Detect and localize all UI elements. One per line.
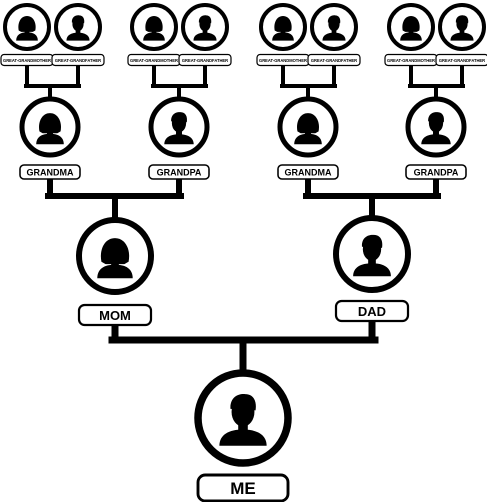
name-label: DAD [334,299,410,323]
parent-node: DAD [333,215,411,323]
label-box [178,53,232,67]
label-box [77,303,153,327]
name-label: MOM [77,303,153,327]
self-node: ME [194,369,292,502]
name-label: GREAT-GRANDFATHER [435,53,487,67]
label-box [334,299,410,323]
name-label: GREAT-GRANDFATHER [51,53,105,67]
great-grandparent-node: GREAT-GRANDFATHER [307,3,361,67]
label-text: GREAT-GRANDFATHER [182,58,228,63]
label-text: DAD [358,304,386,319]
label-text: GRANDPA [414,168,459,178]
label-text: GREAT-GRANDMOTHER [259,58,307,63]
label-box [19,164,81,180]
name-label: GREAT-GRANDMOTHER [384,53,438,67]
label-text: GREAT-GRANDFATHER [55,58,101,63]
label-text: GREAT-GRANDFATHER [311,58,357,63]
great-grandparent-node: GREAT-GRANDMOTHER [256,3,310,67]
tree-connectors [24,64,465,377]
label-text: GREAT-GRANDMOTHER [387,58,435,63]
name-label: GREAT-GRANDMOTHER [0,53,54,67]
great-grandparent-node: GREAT-GRANDMOTHER [384,3,438,67]
label-box [435,53,487,67]
name-label: ME [196,473,290,502]
label-box [307,53,361,67]
label-box [148,164,210,180]
label-box [51,53,105,67]
grandparent-node: GRANDMA [277,96,339,180]
label-text: MOM [99,308,131,323]
name-label: GREAT-GRANDFATHER [178,53,232,67]
label-text: ME [230,479,256,498]
great-grandparent-node: GREAT-GRANDMOTHER [127,3,181,67]
name-label: GRANDPA [405,164,467,180]
label-text: GRANDPA [157,168,202,178]
name-label: GREAT-GRANDMOTHER [127,53,181,67]
label-text: GREAT-GRANDFATHER [439,58,485,63]
grandparent-node: GRANDPA [148,96,210,180]
name-label: GRANDPA [148,164,210,180]
label-text: GREAT-GRANDMOTHER [130,58,178,63]
great-grandparent-node: GREAT-GRANDMOTHER [0,3,54,67]
name-label: GREAT-GRANDMOTHER [256,53,310,67]
great-grandparent-node: GREAT-GRANDFATHER [435,3,487,67]
label-text: GREAT-GRANDMOTHER [3,58,51,63]
label-box [196,473,290,502]
grandparent-node: GRANDPA [405,96,467,180]
great-grandparent-node: GREAT-GRANDFATHER [178,3,232,67]
label-box [277,164,339,180]
name-label: GRANDMA [19,164,81,180]
label-box [405,164,467,180]
name-label: GRANDMA [277,164,339,180]
grandparent-node: GRANDMA [19,96,81,180]
name-label: GREAT-GRANDFATHER [307,53,361,67]
label-text: GRANDMA [285,168,332,178]
parent-node: MOM [76,217,154,327]
great-grandparent-node: GREAT-GRANDFATHER [51,3,105,67]
label-text: GRANDMA [27,168,74,178]
